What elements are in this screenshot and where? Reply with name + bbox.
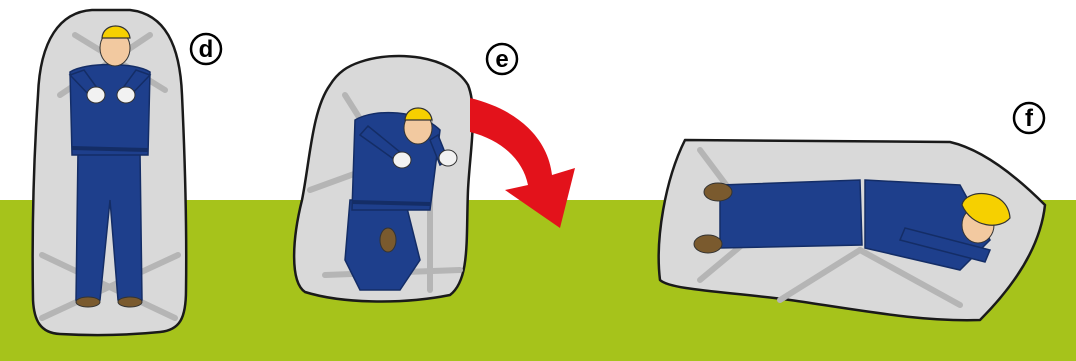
boot (694, 235, 722, 253)
glove (439, 150, 457, 166)
glove (87, 87, 105, 103)
glove (393, 152, 411, 168)
step-f-figure: f (659, 103, 1045, 320)
legs (720, 180, 862, 248)
step-label-d: d (199, 36, 214, 63)
boot (76, 297, 100, 307)
boot (380, 228, 396, 252)
belt (72, 148, 148, 150)
boot (704, 183, 732, 201)
glove (117, 87, 135, 103)
belt (352, 202, 430, 204)
boot (118, 297, 142, 307)
step-label-e: e (495, 46, 508, 73)
step-label-f: f (1025, 105, 1034, 132)
